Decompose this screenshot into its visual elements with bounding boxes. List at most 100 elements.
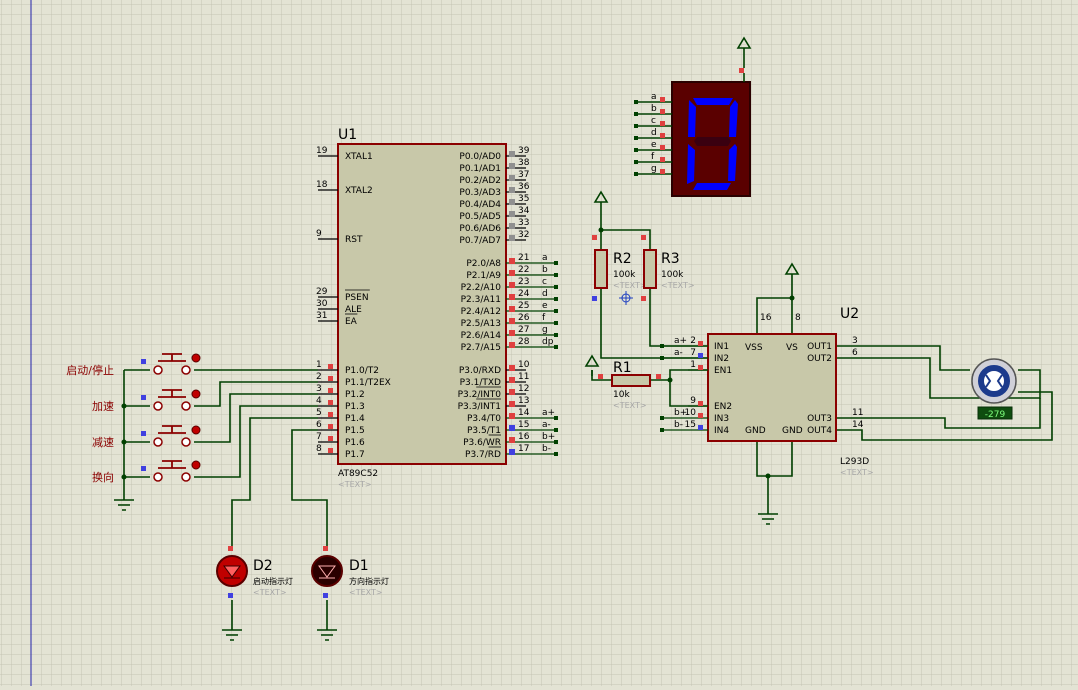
u2-part: L293D bbox=[840, 457, 869, 467]
pin-state-marker bbox=[509, 223, 515, 229]
button-state-indicator bbox=[191, 460, 201, 470]
u1-pin-number: 33 bbox=[518, 218, 529, 228]
u2-pin-number: 1 bbox=[690, 360, 696, 370]
u1-pin-number: 13 bbox=[518, 396, 529, 406]
junction-dots bbox=[121, 227, 795, 480]
pin-state-marker bbox=[328, 436, 333, 441]
u2-pin-number: 2 bbox=[690, 336, 696, 346]
u1-pin-name: XTAL1 bbox=[345, 152, 373, 162]
u1-pin-name: P2.6/A14 bbox=[461, 331, 502, 341]
u1-pin-number: 30 bbox=[316, 299, 328, 309]
push-button[interactable]: 换向 bbox=[92, 460, 201, 484]
r1-value: 10k bbox=[613, 390, 630, 400]
u2-motor-driver[interactable]: U2 L293D <TEXT> VSS VS 16 8 GND GND 2IN1… bbox=[660, 306, 874, 477]
resistor-r1[interactable]: R1 10k <TEXT> bbox=[598, 360, 661, 410]
net-label: a+ bbox=[674, 336, 687, 346]
u1-pin-name: P1.5 bbox=[345, 426, 365, 436]
u1-pin-name: P0.6/AD6 bbox=[459, 224, 501, 234]
pin-state-marker bbox=[698, 365, 703, 370]
u2-pin-number: 6 bbox=[852, 348, 858, 358]
u1-pin-number: 24 bbox=[518, 289, 530, 299]
ground-d2-icon bbox=[222, 629, 242, 641]
led-d1-lens bbox=[311, 555, 343, 587]
pin-state-marker bbox=[328, 376, 333, 381]
u1-pin-name: P2.7/A15 bbox=[461, 343, 501, 353]
pin-state-marker bbox=[509, 330, 515, 336]
pin-state-marker bbox=[328, 400, 333, 405]
u1-pin-name: P1.2 bbox=[345, 390, 365, 400]
u1-pin-name: P2.4/A12 bbox=[461, 307, 501, 317]
u1-pin-number: 6 bbox=[316, 420, 322, 430]
power-u2-icon bbox=[784, 262, 800, 275]
net-dot bbox=[634, 112, 638, 116]
u2-pin-number: 11 bbox=[852, 408, 863, 418]
u1-pin-name: P2.5/A13 bbox=[461, 319, 501, 329]
button-actuator-icon bbox=[158, 389, 186, 398]
net-dot bbox=[660, 428, 664, 432]
pin-state-marker bbox=[698, 413, 703, 418]
d1-ref: D1 bbox=[349, 558, 369, 574]
led-d2[interactable]: D2 启动指示灯 <TEXT> bbox=[216, 546, 293, 598]
seg-g-off bbox=[694, 137, 731, 146]
motor-speed-readout bbox=[977, 406, 1013, 420]
u1-microcontroller[interactable]: U1 AT89C52 <TEXT> 19XTAL118XTAL29RST29PS… bbox=[316, 127, 558, 489]
u1-pin-name: P1.7 bbox=[345, 450, 365, 460]
seg-pin-label: e bbox=[651, 140, 657, 150]
push-button[interactable]: 启动/停止 bbox=[66, 353, 201, 377]
d2-ref: D2 bbox=[253, 558, 273, 574]
net-label: g bbox=[542, 325, 548, 335]
power-r1-icon bbox=[584, 354, 600, 376]
seg-pin-label: g bbox=[651, 164, 657, 174]
u1-pin-number: 34 bbox=[518, 206, 530, 216]
u2-pin-name: OUT3 bbox=[807, 414, 832, 424]
u1-pin-number: 37 bbox=[518, 170, 529, 180]
net-dot bbox=[660, 356, 664, 360]
u1-pin-number: 3 bbox=[316, 384, 322, 394]
u1-pin-number: 15 bbox=[518, 420, 529, 430]
d2-text-placeholder: <TEXT> bbox=[253, 588, 287, 597]
u2-pin-name: IN2 bbox=[714, 354, 729, 364]
push-button[interactable]: 加速 bbox=[92, 389, 201, 413]
u1-pin-name: P0.7/AD7 bbox=[459, 236, 501, 246]
pin-state-marker bbox=[698, 341, 703, 346]
net-label: b- bbox=[542, 444, 551, 454]
motor-speed-value: -279 bbox=[985, 410, 1006, 420]
pin-state-marker bbox=[509, 235, 515, 241]
u1-pin-number: 12 bbox=[518, 384, 529, 394]
u1-pin-number: 14 bbox=[518, 408, 530, 418]
dc-motor[interactable]: -279 bbox=[971, 358, 1017, 420]
u1-pin-name: P1.6 bbox=[345, 438, 365, 448]
u2-pin-number: 3 bbox=[852, 336, 858, 346]
led-d1[interactable]: D1 方向指示灯 <TEXT> bbox=[311, 546, 389, 598]
pin-state-marker bbox=[328, 364, 333, 369]
u1-pin-number: 21 bbox=[518, 253, 529, 263]
u1-pin-number: 17 bbox=[518, 444, 529, 454]
pin-state-marker bbox=[509, 365, 515, 371]
d2-label: 启动指示灯 bbox=[253, 576, 293, 586]
resistor-r3[interactable]: R3 100k <TEXT> bbox=[641, 235, 695, 301]
u1-pin-name: P3.5/T1 bbox=[467, 426, 501, 436]
net-label: f bbox=[542, 313, 546, 323]
u1-pin-name: P3.0/RXD bbox=[459, 366, 501, 376]
u1-pin-number: 22 bbox=[518, 265, 529, 275]
u1-pin-number: 7 bbox=[316, 432, 322, 442]
u1-pin-number: 4 bbox=[316, 396, 322, 406]
u1-pin-name: P3.4/T0 bbox=[467, 414, 501, 424]
net-dot bbox=[554, 309, 558, 313]
pin-state-marker bbox=[509, 270, 515, 276]
pin-state-marker bbox=[509, 175, 515, 181]
u2-pin16-num: 16 bbox=[760, 313, 772, 323]
push-button[interactable]: 减速 bbox=[92, 425, 201, 449]
u1-pin-number: 1 bbox=[316, 360, 322, 370]
resistor-r2[interactable]: R2 100k <TEXT> bbox=[592, 235, 647, 301]
u1-pin-name: P1.0/T2 bbox=[345, 366, 379, 376]
u1-pin-name: P0.1/AD1 bbox=[459, 164, 501, 174]
net-dot bbox=[554, 440, 558, 444]
u1-pin-number: 35 bbox=[518, 194, 529, 204]
pin-state-marker bbox=[660, 133, 665, 138]
u1-pin-number: 31 bbox=[316, 311, 327, 321]
